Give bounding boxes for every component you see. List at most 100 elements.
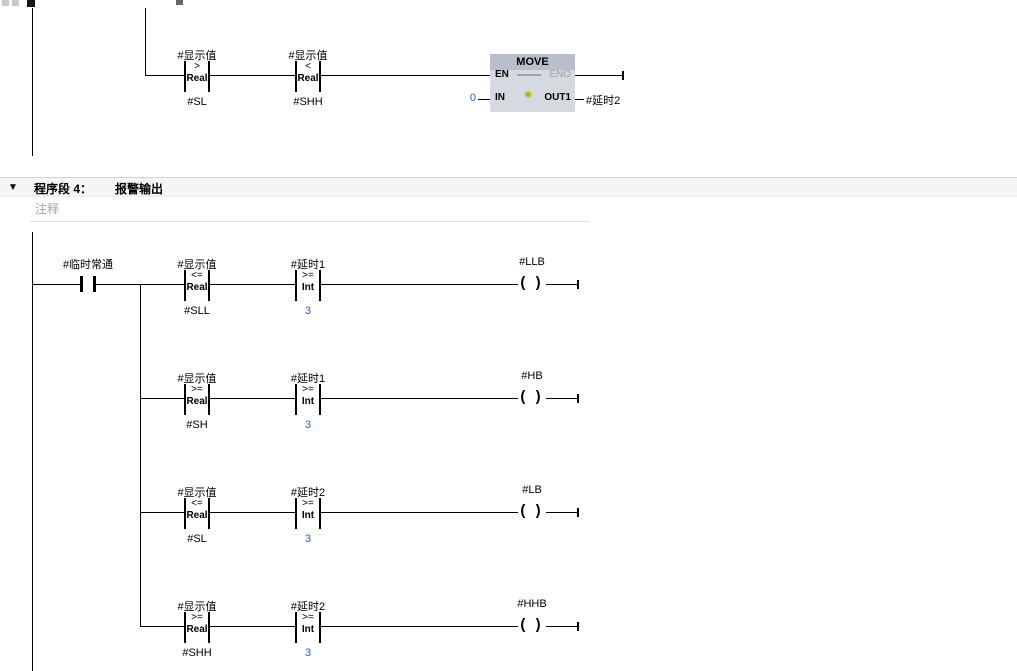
pin-out1: OUT1 (544, 92, 571, 103)
contact-tag[interactable]: #延时2 (290, 601, 326, 613)
wire-segment (478, 99, 490, 100)
contact-operand[interactable]: 3 (304, 419, 312, 431)
wire-segment (546, 626, 578, 627)
compare-type: Int (301, 624, 315, 635)
collapse-triangle-icon[interactable]: ▼ (8, 182, 18, 193)
compare-operator: >= (302, 612, 314, 623)
compare-type: Real (186, 73, 208, 84)
contact-tag[interactable]: #临时常通 (62, 259, 114, 271)
cropped-toolbar-icon[interactable] (176, 0, 183, 5)
compare-type: Real (186, 396, 208, 407)
wire-segment (145, 8, 146, 76)
network-number: 程序段 4： (34, 182, 93, 196)
cropped-toolbar-icon[interactable] (27, 0, 35, 7)
contact-tag[interactable]: #延时1 (290, 373, 326, 385)
network-title[interactable]: 报警输出 (115, 182, 164, 196)
wire-segment (140, 284, 185, 285)
contact-bar (319, 270, 321, 301)
contact-bar (295, 498, 297, 529)
contact-bar (295, 61, 297, 92)
wire-segment (140, 626, 185, 627)
coil-tag[interactable]: #HHB (517, 598, 547, 610)
compare-type: Real (186, 282, 208, 293)
compare-type: Int (301, 396, 315, 407)
contact-tag[interactable]: #显示值 (177, 601, 217, 613)
compare-type: Int (301, 282, 315, 293)
cropped-toolbar-icon[interactable] (12, 0, 19, 6)
contact-bar (184, 612, 186, 643)
contact-bar[interactable] (93, 276, 96, 292)
contact-bar (208, 498, 210, 529)
wire-segment (209, 398, 296, 399)
coil-tag[interactable]: #HB (521, 370, 543, 382)
contact-operand[interactable]: 3 (304, 533, 312, 545)
contact-operand[interactable]: #SL (187, 96, 207, 108)
wire-segment (32, 284, 80, 285)
move-out-operand[interactable]: #延时2 (586, 95, 621, 107)
contact-tag[interactable]: #显示值 (177, 373, 217, 385)
contact-operand[interactable]: 3 (304, 647, 312, 659)
compare-operator: <= (191, 270, 203, 281)
wire-segment (140, 398, 185, 399)
compare-operator: < (305, 61, 311, 72)
add-output-star-icon[interactable]: ✱ (524, 90, 533, 101)
compare-operator: >= (191, 384, 203, 395)
network-comment[interactable]: 注释 (35, 202, 60, 216)
contact-operand[interactable]: #SHH (182, 647, 212, 659)
cropped-toolbar-icon[interactable] (2, 0, 9, 6)
wire-segment (209, 512, 296, 513)
coil-symbol: ( ) (520, 274, 544, 291)
contact-bar (295, 384, 297, 415)
compare-operator: >= (191, 612, 203, 623)
contact-tag[interactable]: #显示值 (177, 50, 217, 62)
contact-bar (319, 612, 321, 643)
branch-end-tick (577, 622, 579, 631)
contact-tag[interactable]: #延时2 (290, 487, 326, 499)
compare-type: Real (186, 510, 208, 521)
contact-tag[interactable]: #显示值 (177, 487, 217, 499)
compare-type: Int (301, 510, 315, 521)
contact-bar (208, 612, 210, 643)
contact-tag[interactable]: #显示值 (177, 259, 217, 271)
wire-segment (320, 398, 518, 399)
contact-bar (184, 498, 186, 529)
contact-bar (184, 384, 186, 415)
compare-type: Real (186, 624, 208, 635)
contact-bar (208, 61, 210, 92)
wire-segment (209, 284, 296, 285)
contact-tag[interactable]: #显示值 (288, 50, 328, 62)
branch-rail (140, 284, 141, 627)
pin-en: EN (495, 69, 509, 80)
contact-tag[interactable]: #延时1 (290, 259, 326, 271)
contact-bar (319, 61, 321, 92)
contact-bar (184, 61, 186, 92)
compare-operator: >= (302, 498, 314, 509)
pin-eno: ENO (549, 69, 571, 80)
comment-divider (30, 221, 590, 222)
move-title[interactable]: MOVE (490, 54, 575, 70)
power-rail (32, 232, 33, 671)
wire-segment (546, 512, 578, 513)
contact-operand[interactable]: 3 (304, 305, 312, 317)
contact-operand[interactable]: #SH (186, 419, 208, 431)
coil-tag[interactable]: #LLB (519, 256, 545, 268)
contact-operand[interactable]: #SHH (293, 96, 323, 108)
wire-segment (320, 75, 490, 76)
compare-operator: > (194, 61, 200, 72)
contact-operand[interactable]: #SL (187, 533, 207, 545)
contact-bar (319, 498, 321, 529)
move-instruction-box[interactable]: MOVE EN ENO IN ✱ OUT1 (490, 54, 575, 112)
contact-operand[interactable]: #SLL (184, 305, 210, 317)
move-in-value[interactable]: 0 (469, 92, 476, 104)
wire-segment (209, 626, 296, 627)
power-rail (32, 8, 33, 156)
contact-bar (295, 612, 297, 643)
network-4-header[interactable]: ▼ 程序段 4： 报警输出 (0, 177, 1017, 197)
wire-segment (140, 512, 185, 513)
coil-tag[interactable]: #LB (522, 484, 542, 496)
coil-symbol: ( ) (520, 502, 544, 519)
contact-bar[interactable] (80, 276, 83, 292)
branch-end-tick (577, 508, 579, 517)
coil-symbol: ( ) (520, 388, 544, 405)
